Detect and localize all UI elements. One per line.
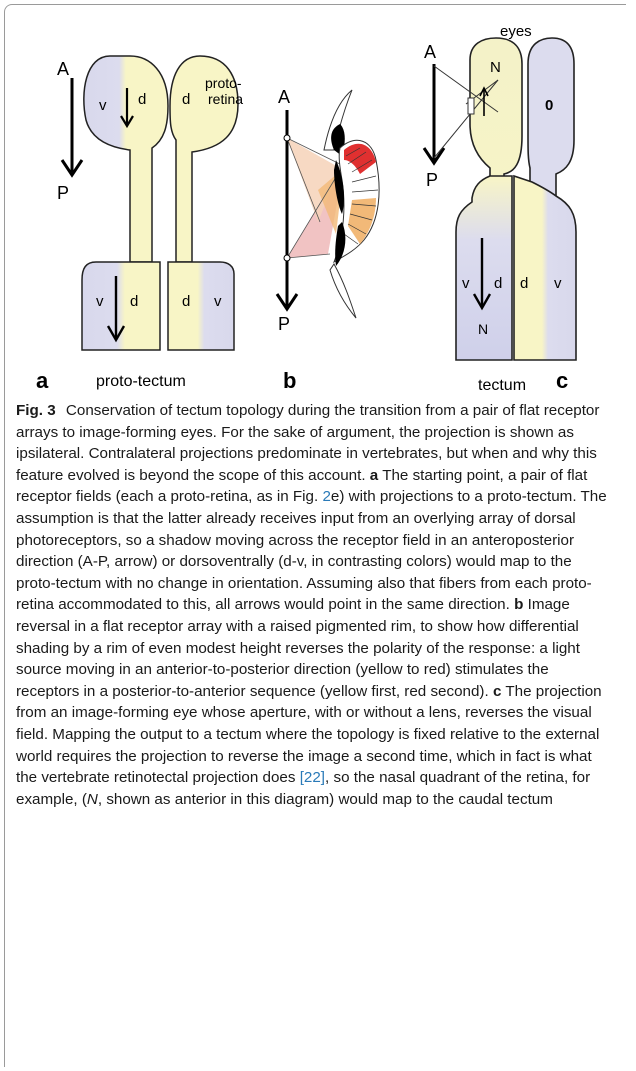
tectum-left-d: d [130,293,138,310]
left-proto-retina [84,56,168,262]
proto-retina-line1: proto- [205,75,242,91]
nasal-bottom: N [478,321,488,337]
caption-fig-label: Fig. 3 [16,402,56,419]
proto-retina-label: proto- retina [205,75,245,107]
axis-bottom-a: P [57,183,69,203]
tectum-c-right-v: v [554,275,562,292]
right-proto-tectum [168,262,234,350]
axis-top-a: A [57,59,69,79]
ap-arrow-a [62,78,82,175]
axis-bottom-b: P [278,314,290,334]
panel-letter-b: b [283,368,296,393]
retina-right-d: d [182,91,190,108]
axis-bottom-c: P [426,170,438,190]
source-point-bottom [284,255,290,261]
tectum-right-d: d [182,293,190,310]
caption-c-text-3: , shown as anterior in this diagram) wou… [98,791,553,808]
right-tectum [514,176,576,360]
panel-c: eyes A P N 0 v d [424,23,576,394]
retina-left-v: v [99,97,107,114]
pigment-rim-lower [335,222,345,266]
tectum-c-right-d: d [520,275,528,292]
tectum-left-v: v [96,293,104,310]
tectum-c-left-d: d [494,275,502,292]
right-eye-symbol: 0 [545,97,553,114]
left-proto-tectum [82,262,160,350]
caption-a-label: a [370,467,378,484]
source-point-top [284,135,290,141]
nasal-top: N [490,59,501,76]
panel-letter-c: c [556,368,568,393]
proto-tectum-label: proto-tectum [96,373,186,390]
panel-b: A P b [277,87,379,393]
caption-c-ref-link[interactable]: [22] [300,769,325,786]
caption-b-label: b [514,596,523,613]
eyes-label: eyes [500,23,532,40]
retina-left-d: d [138,91,146,108]
aperture [468,98,474,114]
rim-lower-wisp [330,264,356,318]
tectum-label: tectum [478,377,526,394]
axis-top-c: A [424,42,436,62]
ap-arrow-c [424,64,444,163]
figure-caption: Fig. 3 Conservation of tectum topology d… [16,400,610,810]
panel-letter-a: a [36,368,49,393]
caption-a-text-2: e) with projections to a proto-tectum. T… [16,488,607,613]
figure-3-illustration: A P v d d proto- retina v d d v a pr [0,0,636,400]
tectum-c-left-v: v [462,275,470,292]
caption-c-italic: N [87,791,98,808]
panel-a: A P v d d proto- retina v d d v a pr [36,56,245,393]
tectum-right-v: v [214,293,222,310]
axis-top-b: A [278,87,290,107]
proto-retina-line2: retina [208,91,243,107]
caption-c-label: c [493,683,501,700]
caption-a-ref-link[interactable]: 2 [322,488,330,505]
